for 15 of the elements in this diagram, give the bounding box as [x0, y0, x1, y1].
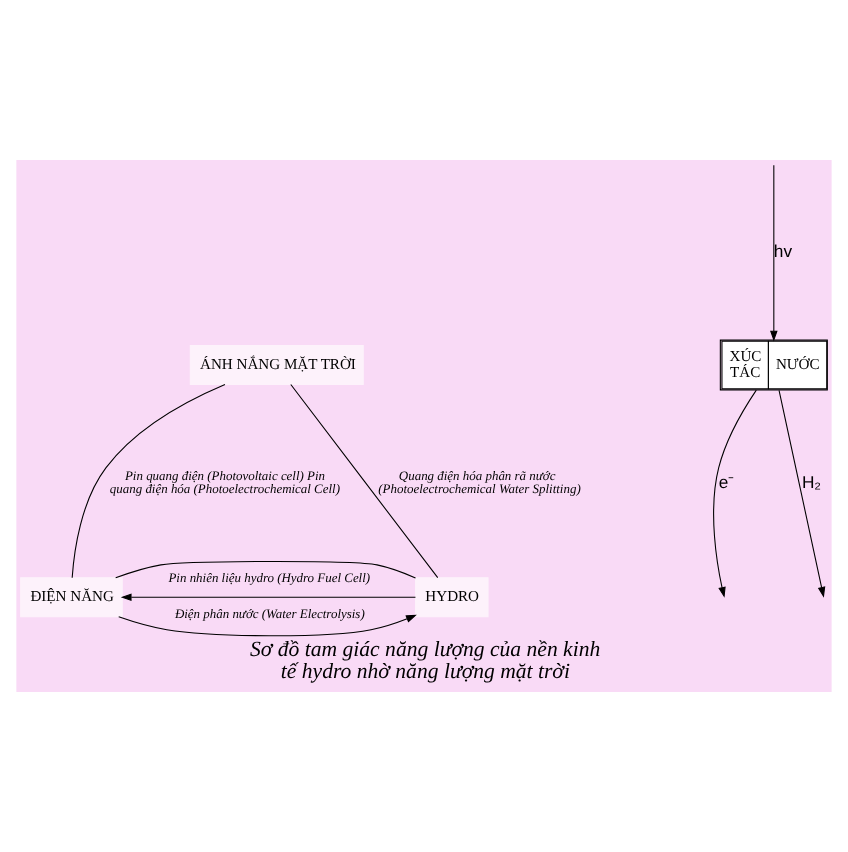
connector — [115, 560, 417, 579]
edge-label: hv — [773, 240, 793, 261]
connector — [71, 383, 226, 579]
node-box: HYDRO — [415, 577, 489, 618]
connector — [290, 383, 439, 579]
edge-label: H₂ — [801, 471, 822, 492]
arrow — [713, 389, 757, 598]
arrow — [118, 614, 417, 637]
node-box: ĐIỆN NĂNG — [20, 577, 123, 618]
arrow — [120, 593, 416, 602]
edge-label: e⁻ — [718, 471, 735, 492]
caption: Sơ đồ tam giác năng lượng của nền kinh tế hydro nhờ năng lượng mặt trời — [250, 638, 601, 684]
node-box: ÁNH NẮNG MẶT TRỜI — [189, 345, 364, 385]
arrow — [778, 389, 826, 598]
arrow — [770, 164, 778, 342]
